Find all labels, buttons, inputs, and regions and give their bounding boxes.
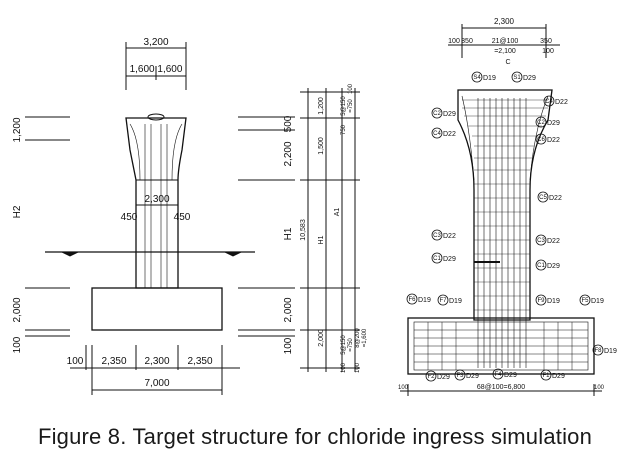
dia-f2: D29 <box>437 374 450 381</box>
label-f5: F5 <box>581 298 589 304</box>
dia-c5: D22 <box>549 195 562 202</box>
mid-1200: 1,200 <box>318 97 325 115</box>
label-f3: F3 <box>456 373 464 379</box>
mid-10583: 10,583 <box>300 219 307 241</box>
label-c2b: C2 <box>537 120 545 126</box>
dia-f9: D19 <box>547 298 560 305</box>
rebar-bottom-spacing: 68@100=6,800 <box>477 384 525 391</box>
dia-f7: D19 <box>449 298 462 305</box>
label-c4: C4 <box>545 99 553 105</box>
label-f6: F6 <box>408 297 416 303</box>
label-s4: S4 <box>473 75 481 81</box>
rebar-top-350r: 350 <box>540 38 552 45</box>
dia-c6: D22 <box>547 137 560 144</box>
dia-c4: D22 <box>555 99 568 106</box>
mid-750-bottom: =750 <box>348 338 354 352</box>
mid-750-top: =750 <box>348 99 354 113</box>
dia-f6: D19 <box>418 297 431 304</box>
rebar-bottom-100l: 100 <box>398 385 409 391</box>
label-s1: S1 <box>513 75 521 81</box>
rebar-top-100: 100 <box>448 38 460 45</box>
label-c1b: C1 <box>537 263 545 269</box>
dim-column-side-left: 450 <box>121 212 138 223</box>
label-f4: F4 <box>494 372 502 378</box>
mid-1600: =1,600 <box>362 328 368 347</box>
mid-a1: A1 <box>334 208 341 217</box>
label-c5: C5 <box>539 195 547 201</box>
dia-f8: D19 <box>604 348 617 355</box>
dia-c2b: D29 <box>547 120 560 127</box>
dim-base-c: 2,350 <box>187 356 212 367</box>
label-f7: F7 <box>439 298 447 304</box>
mid-100-top: 100 <box>348 83 354 94</box>
label-c2: C2 <box>433 111 441 117</box>
label-f1: F1 <box>542 373 550 379</box>
dia-f3: D29 <box>466 373 479 380</box>
dim-left-h2: H2 <box>12 205 23 218</box>
dia-f4: D29 <box>504 372 517 379</box>
label-f9: F9 <box>537 298 545 304</box>
figure-caption: Figure 8. Target structure for chloride … <box>37 424 593 449</box>
mid-2000: 2,000 <box>318 329 325 347</box>
mid-100-bottom2: 100 <box>355 362 361 373</box>
rebar-top-total: 2,300 <box>494 17 515 26</box>
dim-top-halves: 1,600 1,600 <box>130 64 183 75</box>
middle-dimensions: 1,200 1,500 10,583 H1 A1 2,000 100 5@150… <box>300 83 368 373</box>
rebar-top-2100: =2,100 <box>494 48 516 55</box>
mid-1500: 1,500 <box>318 137 325 155</box>
label-f2: F2 <box>427 374 435 380</box>
dia-f5: D19 <box>591 298 604 305</box>
mid-200: 8@200 <box>355 328 361 348</box>
dim-left-bottom: 100 <box>12 336 23 353</box>
mid-h1: H1 <box>318 235 325 244</box>
dim-right-h1: H1 <box>283 227 294 240</box>
rebar-top-spacing: 21@100 <box>492 38 519 45</box>
mid-750b: 750 <box>341 124 347 135</box>
left-elevation: 3,200 1,600 1,600 2,300 450 450 1,200 H2… <box>12 37 295 395</box>
rebar-top-350l: 350 <box>461 38 473 45</box>
dim-top-total: 3,200 <box>143 37 168 48</box>
dim-left-top: 1,200 <box>12 117 23 142</box>
mid-100-bottom: 100 <box>341 362 347 373</box>
dim-column-side-right: 450 <box>174 212 191 223</box>
dim-base-b: 2,300 <box>144 356 169 367</box>
label-c4b: C4 <box>433 131 441 137</box>
dim-column-width: 2,300 <box>144 194 169 205</box>
dim-base-a: 2,350 <box>101 356 126 367</box>
label-f8: F8 <box>594 348 602 354</box>
dia-s1: D29 <box>523 75 536 82</box>
dim-base-100: 100 <box>67 356 84 367</box>
dia-f1: D29 <box>552 373 565 380</box>
dim-left-footing: 2,000 <box>12 297 23 322</box>
dia-c1: D29 <box>443 256 456 263</box>
rebar-section: 2,300 100 350 21@100 =2,100 350 100 C <box>398 17 617 396</box>
label-c3: C3 <box>433 233 441 239</box>
label-c1: C1 <box>433 256 441 262</box>
dia-c3b: D22 <box>547 238 560 245</box>
dia-c4b: D22 <box>443 131 456 138</box>
label-c3b: C3 <box>537 238 545 244</box>
dim-base-total: 7,000 <box>144 378 169 389</box>
dia-s4: D19 <box>483 75 496 82</box>
dim-right-footing: 2,000 <box>283 297 294 322</box>
dim-right-bottom: 100 <box>283 337 294 354</box>
mid-150-top: 5@150 <box>341 96 347 116</box>
rebar-center: C <box>505 59 510 66</box>
dim-right-top: 500 <box>283 115 294 132</box>
dim-right-2200: 2,200 <box>283 141 294 166</box>
label-c6: C6 <box>537 137 545 143</box>
dia-c1b: D29 <box>547 263 560 270</box>
rebar-bottom-100r: 100 <box>594 385 605 391</box>
dia-c2: D29 <box>443 111 456 118</box>
mid-150-bottom: 5@150 <box>341 335 347 355</box>
dia-c3: D22 <box>443 233 456 240</box>
rebar-top-100r: 100 <box>542 48 554 55</box>
